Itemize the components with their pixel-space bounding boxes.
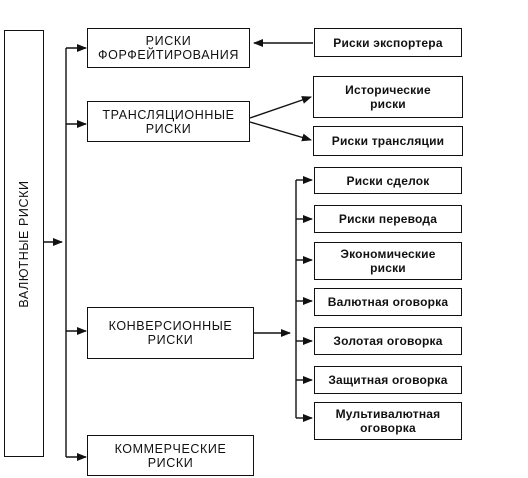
translation-risks-box: ТРАНСЛЯЦИОННЫЕ РИСКИ bbox=[87, 101, 250, 142]
conversion-risks-box: КОНВЕРСИОННЫЕ РИСКИ bbox=[87, 307, 254, 359]
root-currency-risks-box: ВАЛЮТНЫЕ РИСКИ bbox=[4, 30, 44, 457]
forfeiting-risks-box: РИСКИ ФОРФЕЙТИРОВАНИЯ bbox=[87, 28, 250, 68]
deal-risks-label: Риски сделок bbox=[346, 173, 430, 188]
transfer-risks-box: Риски перевода bbox=[314, 205, 462, 233]
gold-clause-label: Золотая оговорка bbox=[333, 334, 443, 348]
deal-risks-box: Риски сделок bbox=[314, 167, 462, 194]
currency-clause-box: Валютная оговорка bbox=[314, 288, 462, 316]
protective-clause-box: Защитная оговорка bbox=[314, 366, 462, 394]
historical-risks-box: Исторические риски bbox=[313, 76, 463, 118]
economic-risks-box: Экономические риски bbox=[314, 242, 462, 280]
exporter-risks-label: Риски экспортера bbox=[333, 35, 443, 50]
arrow-translation-risks bbox=[249, 121, 312, 142]
commercial-risks-box: КОММЕРЧЕСКИЕ РИСКИ bbox=[87, 435, 254, 476]
forfeiting-risks-label: РИСКИ ФОРФЕЙТИРОВАНИЯ bbox=[98, 34, 239, 62]
arrow-historical bbox=[249, 96, 312, 119]
gold-clause-box: Золотая оговорка bbox=[314, 327, 462, 355]
protective-clause-label: Защитная оговорка bbox=[328, 373, 448, 387]
currency-clause-label: Валютная оговорка bbox=[327, 295, 449, 309]
historical-risks-label: Исторические риски bbox=[345, 83, 431, 111]
conversion-risks-label: КОНВЕРСИОННЫЕ РИСКИ bbox=[108, 319, 233, 347]
translation-risks-label: ТРАНСЛЯЦИОННЫЕ РИСКИ bbox=[102, 107, 235, 136]
exporter-risks-box: Риски экспортера bbox=[314, 28, 462, 57]
commercial-risks-label: КОММЕРЧЕСКИЕ РИСКИ bbox=[114, 441, 227, 470]
translation-subtype-label: Риски трансляции bbox=[331, 134, 445, 148]
multicurrency-clause-label: Мультивалютная оговорка bbox=[335, 407, 441, 435]
economic-risks-label: Экономические риски bbox=[340, 247, 436, 275]
translation-subtype-box: Риски трансляции bbox=[313, 126, 463, 156]
root-label: ВАЛЮТНЫЕ РИСКИ bbox=[17, 179, 31, 308]
transfer-risks-label: Риски перевода bbox=[338, 212, 438, 226]
multicurrency-clause-box: Мультивалютная оговорка bbox=[314, 402, 462, 440]
